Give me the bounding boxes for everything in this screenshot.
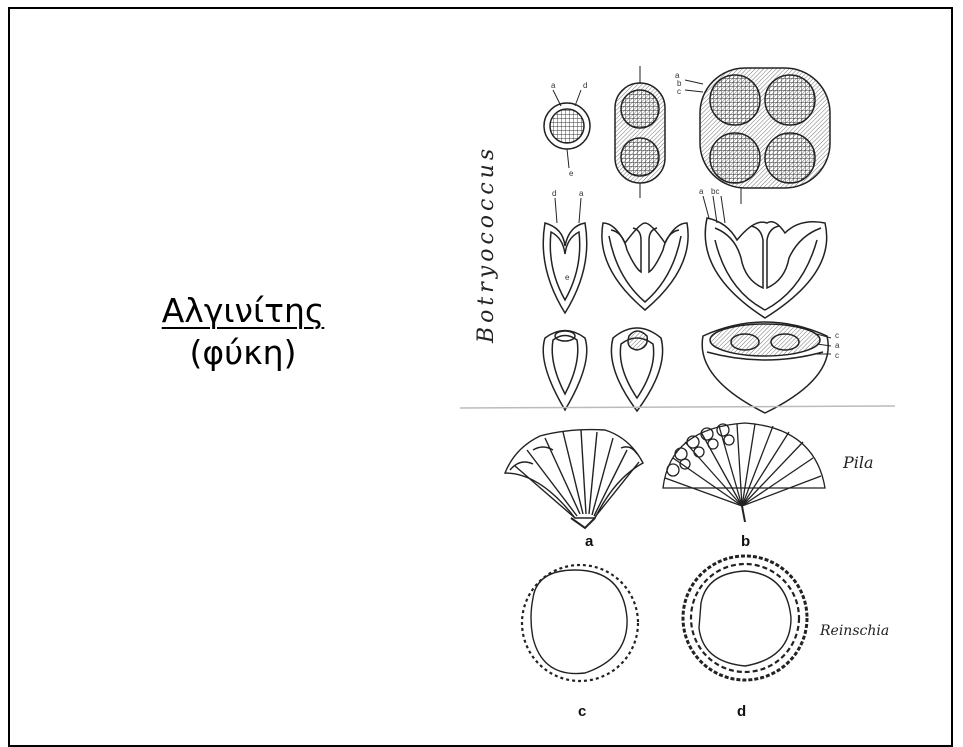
callout-label: e: [569, 169, 574, 178]
botryococcus-section-quad: [685, 68, 830, 204]
botryococcus-colony-teardrop-1: [543, 331, 587, 411]
pila-colony-a: [505, 430, 643, 528]
callout-label: d: [552, 189, 556, 198]
callout-label: e: [565, 273, 570, 282]
panel-label-d: d: [737, 703, 746, 720]
botryococcus-longitudinal-double: [602, 223, 688, 310]
algae-illustration: a d e a b c d a e a bc c a c Botryococcu…: [445, 18, 935, 723]
illustration-svg: a d e a b c d a e a bc c a c Botryococcu…: [445, 18, 935, 723]
callout-label: a: [579, 189, 584, 198]
callout-label: bc: [711, 187, 719, 196]
title-block: Αλγινίτης (φύκη): [118, 290, 368, 374]
callout-label: a: [551, 81, 556, 90]
slide-title: Αλγινίτης: [118, 290, 368, 332]
callout-label: c: [677, 87, 681, 96]
panel-label-c: c: [578, 703, 586, 720]
reinschia-colony-c: [522, 565, 638, 681]
label-botryococcus: Botryococcus: [474, 145, 499, 344]
label-pila: Pila: [842, 453, 874, 472]
botryococcus-section-single: [544, 90, 590, 168]
callout-label: a: [699, 187, 704, 196]
slide-subtitle: (φύκη): [118, 332, 368, 374]
botryococcus-colony-teardrop-2: [611, 328, 662, 411]
botryococcus-section-double: [615, 66, 665, 198]
botryococcus-longitudinal-multi: [703, 196, 827, 318]
panel-label-b: b: [741, 533, 750, 550]
callout-label: c: [835, 331, 839, 340]
callout-label: a: [835, 341, 840, 350]
reinschia-colony-d: [683, 556, 807, 680]
label-reinschia: Reinschia: [819, 623, 889, 639]
panel-label-a: a: [585, 533, 594, 550]
callout-label: c: [835, 351, 839, 360]
botryococcus-colony-teardrop-3: [702, 322, 831, 413]
botryococcus-longitudinal-single: [543, 198, 587, 313]
callout-label: d: [583, 81, 587, 90]
section-divider: [460, 406, 895, 408]
pila-colony-b: [663, 423, 825, 522]
